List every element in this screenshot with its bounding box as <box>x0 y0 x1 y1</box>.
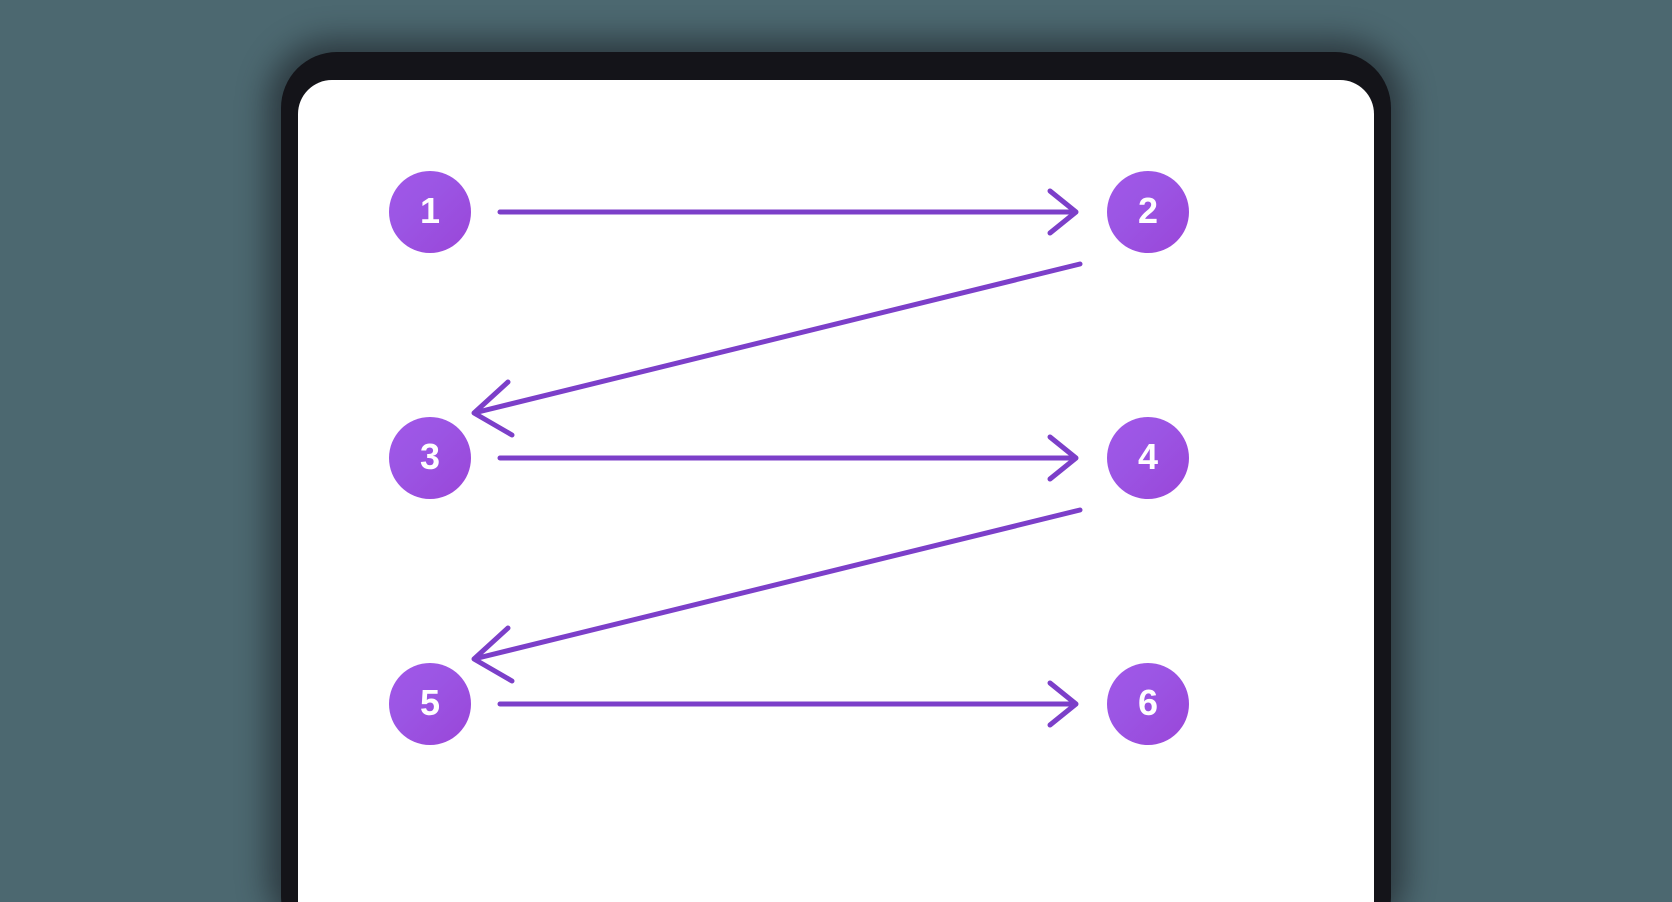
node-label: 6 <box>1137 682 1159 723</box>
node-label: 3 <box>419 436 441 477</box>
edge-2-to-3[interactable] <box>471 261 1083 438</box>
arrowhead-right-icon <box>1047 188 1079 236</box>
diagram-canvas[interactable]: 1 2 3 4 5 6 <box>298 80 1374 902</box>
diagram-node-3[interactable]: 3 <box>389 417 471 499</box>
node-label: 1 <box>419 190 441 231</box>
diagram-node-6[interactable]: 6 <box>1107 663 1189 745</box>
edge-line <box>475 261 1083 415</box>
node-label: 2 <box>1137 190 1159 231</box>
edge-4-to-5[interactable] <box>471 507 1083 684</box>
device-screen: 1 2 3 4 5 6 <box>298 80 1374 902</box>
edge-5-to-6[interactable] <box>497 680 1079 728</box>
diagram-node-2[interactable]: 2 <box>1107 171 1189 253</box>
diagram-node-4[interactable]: 4 <box>1107 417 1189 499</box>
node-label: 4 <box>1137 436 1159 477</box>
edge-3-to-4[interactable] <box>497 434 1079 482</box>
arrowhead-left-icon <box>471 379 515 438</box>
arrowhead-left-icon <box>471 625 515 684</box>
edge-line <box>475 507 1083 661</box>
diagram-edge-layer <box>471 188 1083 728</box>
arrowhead-right-icon <box>1047 434 1079 482</box>
node-label: 5 <box>419 682 441 723</box>
diagram-node-5[interactable]: 5 <box>389 663 471 745</box>
diagram-node-1[interactable]: 1 <box>389 171 471 253</box>
edge-1-to-2[interactable] <box>497 188 1079 236</box>
arrowhead-right-icon <box>1047 680 1079 728</box>
